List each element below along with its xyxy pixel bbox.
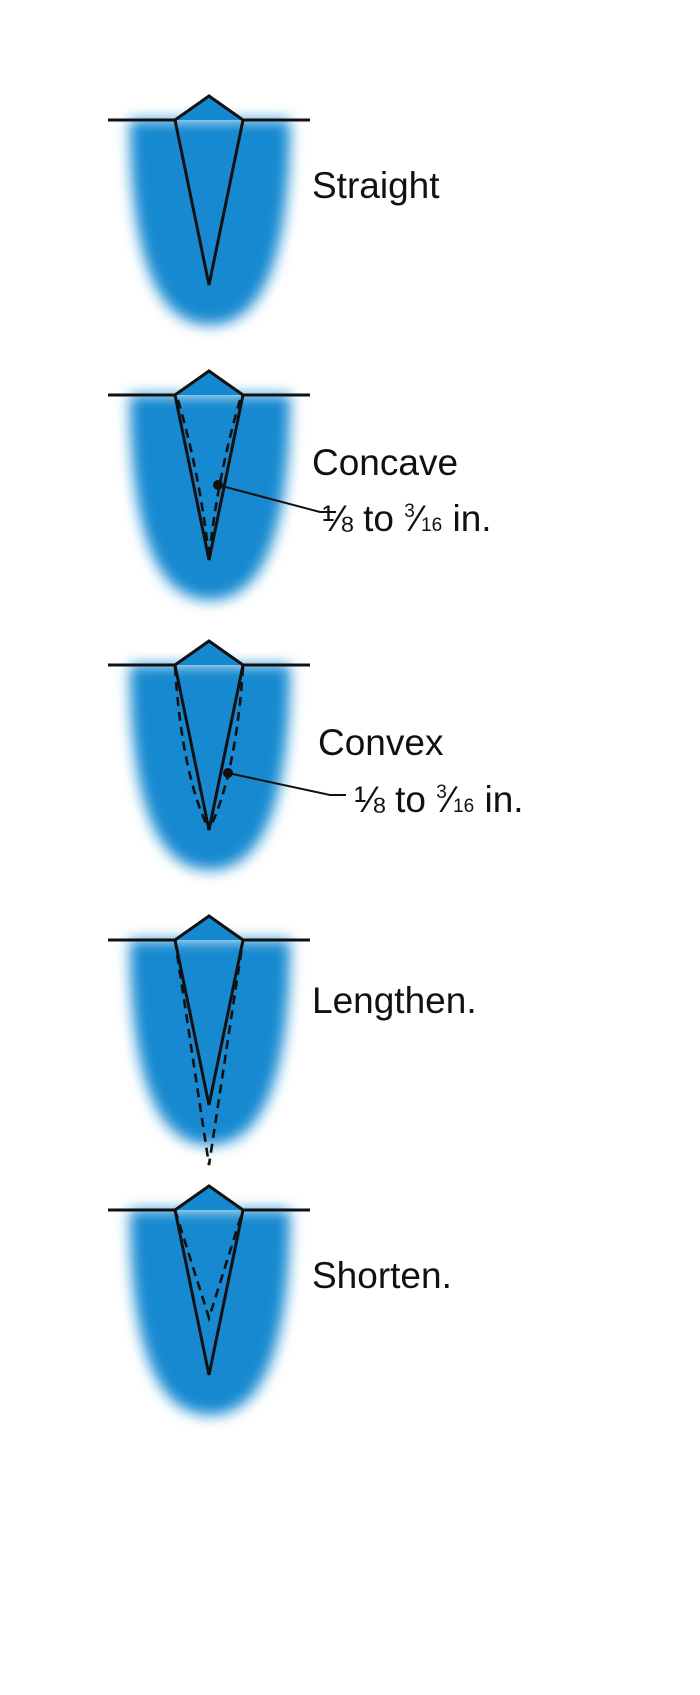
blade-shape: [108, 1186, 310, 1415]
blade-shape: [108, 916, 310, 1145]
convex-dashed-profile: [173, 666, 245, 831]
blade-shape: [108, 641, 310, 870]
edge-profile: [173, 394, 245, 561]
blade-shape: [108, 96, 310, 325]
panel-concave: Concave ⅛ to 3⁄16 in.: [108, 371, 492, 600]
measure-text: ⅛ to 3⁄16 in.: [322, 498, 492, 539]
label-concave: Concave: [312, 442, 458, 483]
panel-straight: Straight: [108, 96, 440, 325]
edge-profile: [173, 939, 245, 1106]
label-shorten: Shorten.: [312, 1255, 452, 1296]
panel-convex: Convex ⅛ to 3⁄16 in.: [108, 641, 524, 870]
panel-shorten: Shorten.: [108, 1186, 452, 1415]
concave-dashed-profile: [176, 399, 242, 558]
leader-line: [217, 484, 336, 513]
edge-profile: [173, 1209, 245, 1376]
label-straight: Straight: [312, 165, 440, 206]
label-convex: Convex: [318, 722, 444, 763]
measure-text: ⅛ to 3⁄16 in.: [354, 779, 524, 820]
blade-shape: [108, 371, 310, 600]
edge-profile: [173, 119, 245, 286]
panel-lengthen: Lengthen.: [108, 916, 477, 1166]
label-lengthen: Lengthen.: [312, 980, 477, 1021]
lengthen-dashed-profile: [173, 939, 245, 1166]
shorten-dashed-profile: [173, 1209, 245, 1323]
leader-line: [227, 772, 346, 796]
